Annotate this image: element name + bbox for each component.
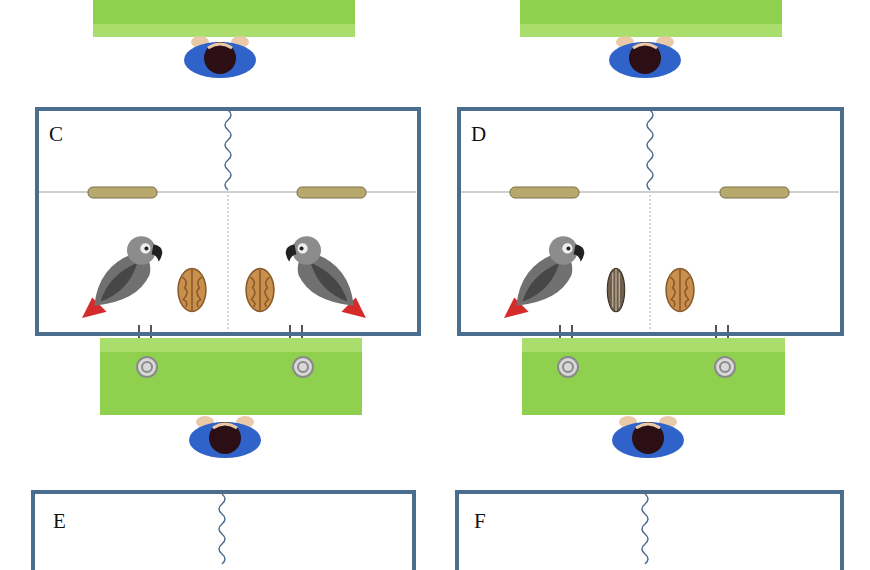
panel-d-art xyxy=(461,110,839,331)
panel-letter: C xyxy=(47,123,65,146)
panel-c-art xyxy=(39,110,416,331)
top-stage xyxy=(93,0,782,78)
panel-letter: D xyxy=(469,123,488,146)
panel-box: C xyxy=(35,107,421,336)
panel-box: E xyxy=(31,490,416,570)
panel-letter: E xyxy=(51,510,68,533)
panel-letter: F xyxy=(472,510,488,533)
panel-box: D xyxy=(457,107,844,336)
stage-c xyxy=(100,325,362,458)
panel-ef-art xyxy=(219,494,648,564)
stage-d xyxy=(522,325,785,458)
panel-box: F xyxy=(455,490,844,570)
